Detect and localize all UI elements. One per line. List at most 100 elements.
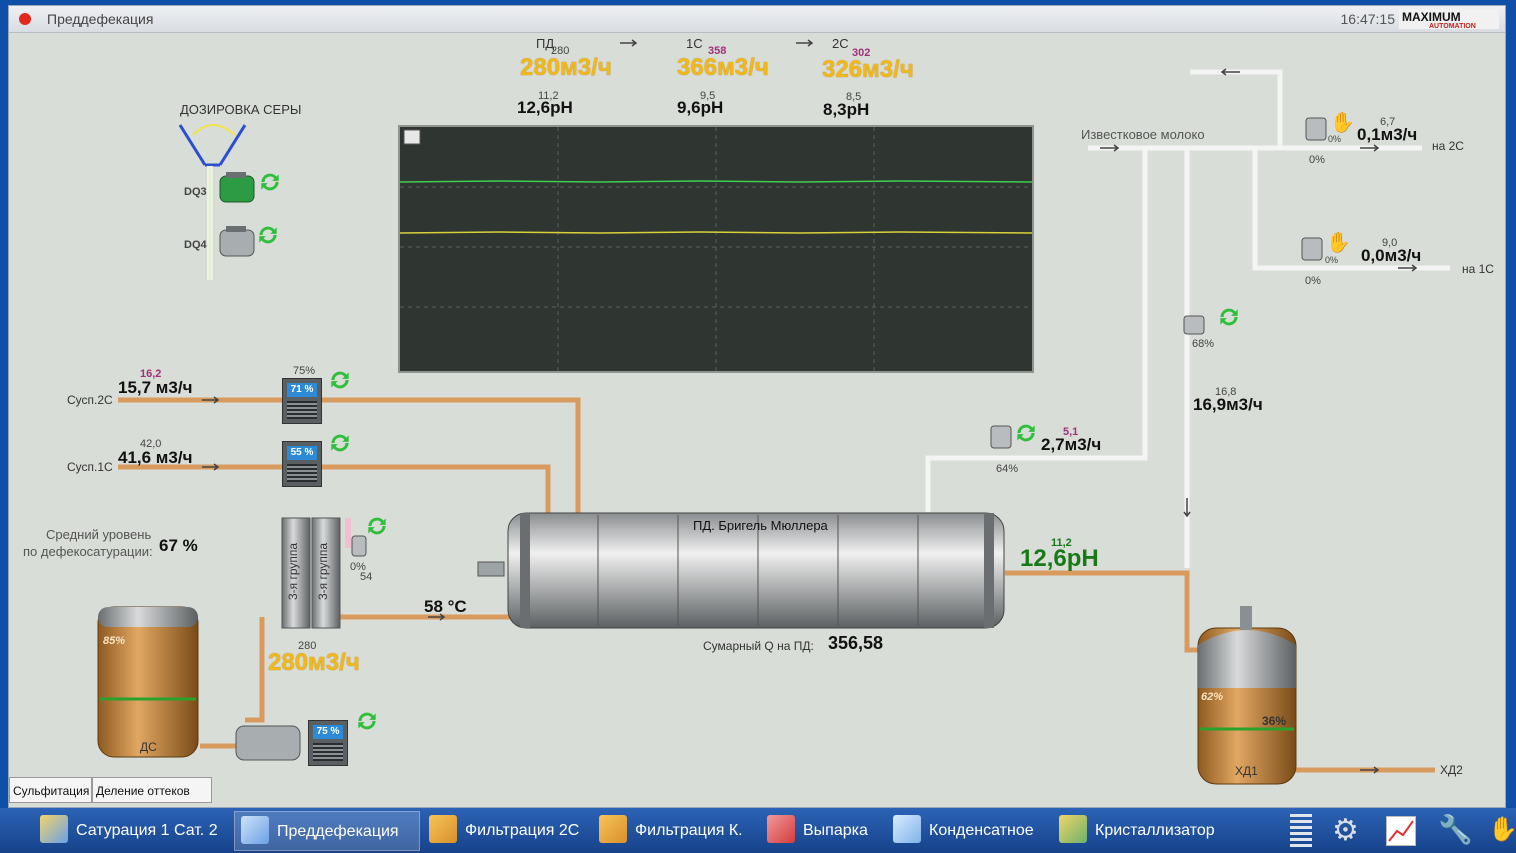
dq4-label: DQ4 [184, 239, 207, 251]
taskbar-crystallizer-label: Кристаллизатор [1095, 822, 1215, 839]
1c-flow-value: 366м3/ч [677, 54, 769, 81]
lime-main-setpoint: 16,8 [1215, 386, 1237, 398]
pd-tank-ph-setpoint: 11,2 [1051, 537, 1072, 549]
trend-chart[interactable] [398, 125, 1034, 373]
taskbar-crystallizer[interactable]: Кристаллизатор [1053, 811, 1237, 851]
bottom-pump-controller[interactable]: 75 % [308, 720, 348, 766]
condensate-app-icon [893, 815, 921, 844]
lime-main-flow: 16,9м3/ч [1193, 395, 1263, 414]
lime-milk-title: Известковое молоко [1081, 127, 1205, 142]
ds-tank-label: ДС [140, 740, 157, 754]
trend-settings-icon [403, 129, 421, 145]
susp2c-setpoint: 16,2 [140, 368, 162, 380]
hd1-level: 62% [1201, 691, 1224, 703]
susp2c-flow: 15,7 м3/ч [118, 378, 193, 397]
susp2c-refresh-icon[interactable] [327, 367, 353, 393]
taskbar-predefecation-label: Преддефекация [277, 823, 399, 840]
taskbar-filtration-k[interactable]: Фильтрация К. [593, 811, 763, 851]
lime-valve-refresh-icon[interactable] [1216, 304, 1242, 330]
trend-chart-icon[interactable] [1386, 816, 1416, 846]
bottom-pump-refresh-icon[interactable] [354, 708, 380, 734]
susp2c-pct-top: 75% [293, 365, 316, 377]
dq3-refresh-icon[interactable] [257, 169, 283, 195]
heater-refresh-icon[interactable] [364, 513, 390, 539]
2c-flow-setpoint: 302 [852, 47, 871, 59]
tab-pf-division[interactable]: Деление оттеков ПФ [92, 777, 212, 824]
taskbar-evaporation-label: Выпарка [803, 822, 868, 839]
1c-ph-setpoint: 9,5 [700, 90, 716, 102]
taskbar-filtration-2c-label: Фильтрация 2С [465, 822, 580, 839]
small-valve-flow: 2,7м3/ч [1041, 435, 1102, 454]
avg-level-value: 67 % [159, 536, 198, 555]
2c-flow-value: 326м3/ч [822, 56, 914, 83]
pd-tank-ph: 12,6pH [1020, 545, 1099, 572]
hd2-label: ХД2 [1440, 763, 1463, 777]
taskbar-filtration-2c[interactable]: Фильтрация 2С [423, 811, 595, 851]
taskbar-predefecation[interactable]: Преддефекация [234, 811, 420, 851]
hd1-label: ХД1 [1235, 764, 1258, 778]
ds-tank-level: 85% [103, 635, 126, 647]
taskbar-saturation[interactable]: Сатурация 1 Сат. 2 [34, 811, 234, 851]
taskbar-condensate-label: Конденсатное [929, 822, 1034, 839]
susp1c-refresh-icon[interactable] [327, 430, 353, 456]
menu-bars-icon[interactable] [1290, 814, 1312, 848]
heater-valve-pct: 0% [350, 561, 366, 573]
dq4-refresh-icon[interactable] [255, 222, 281, 248]
main-flow-setpoint: 280 [298, 640, 317, 652]
predefecation-app-icon [241, 816, 269, 845]
1c-flow-name: 1С [686, 36, 703, 51]
pd-ph-setpoint: 11,2 [538, 90, 559, 102]
avg-level-label-2: по дефекосатурации: [23, 544, 153, 559]
pd-sum-label: Сумарный Q на ПД: [703, 639, 814, 653]
lime-1c-setpoint: 9,0 [1382, 237, 1398, 249]
evaporation-app-icon [767, 815, 795, 844]
bottom-pump-shape [235, 725, 301, 761]
engineer-tools-icon[interactable]: 🔧 [1438, 814, 1473, 845]
pd-flow-value: 280м3/ч [520, 54, 612, 81]
lime-2c-flow: 0,1м3/ч [1357, 125, 1418, 144]
susp1c-pump-pct: 55 % [287, 446, 317, 460]
ds-tank-shape [97, 606, 199, 758]
taskbar-evaporation[interactable]: Выпарка [761, 811, 889, 851]
lime-2c-setpoint: 6,7 [1380, 116, 1396, 128]
svg-text:MAXIMUM: MAXIMUM [1402, 10, 1461, 24]
title-bar: Преддефекация 16:47:15 MAXIMUM AUTOMATIO… [9, 6, 1505, 33]
pd-ph-value: 12,6pH [517, 98, 573, 117]
filtration-2c-app-icon [429, 815, 457, 844]
susp1c-pump-controller[interactable]: 55 % [282, 441, 322, 487]
lime-1c-dest: на 1С [1462, 262, 1494, 276]
heater-shapes [281, 517, 351, 629]
small-valve-pct: 64% [996, 463, 1019, 475]
trend-plot [399, 127, 1033, 371]
susp1c-flow: 41,6 м3/ч [118, 448, 193, 467]
susp1c-setpoint: 42,0 [140, 438, 162, 450]
hand-icon-1c[interactable]: ✋ [1326, 232, 1351, 254]
susp1c-label: Сусп.1С [67, 460, 113, 474]
heater-group-2: 3-я группа [316, 542, 330, 600]
trend-green-line [399, 180, 1033, 183]
small-valve-refresh-icon[interactable] [1013, 420, 1039, 446]
pd-sum-value: 356,58 [828, 633, 884, 653]
hand-pointer-icon[interactable]: ✋ [1488, 816, 1516, 843]
sulfur-dosing-title: ДОЗИРОВКА СЕРЫ [180, 102, 302, 117]
lime-1c-flow: 0,0м3/ч [1361, 246, 1422, 265]
susp1c-pump-bars [287, 464, 317, 482]
taskbar-condensate[interactable]: Конденсатное [887, 811, 1057, 851]
hd1-tank-shape [1197, 606, 1297, 785]
hd1-value: 36% [1262, 714, 1287, 728]
taskbar-filtration-k-label: Фильтрация К. [635, 822, 743, 839]
susp2c-label: Сусп.2С [67, 393, 113, 407]
lime-2c-valve-pct: 0% [1328, 134, 1342, 144]
pd-tank-title: ПД. Бригель Мюллера [693, 518, 828, 533]
hand-icon-2c[interactable]: ✋ [1330, 112, 1355, 134]
dq3-label: DQ3 [184, 186, 207, 198]
maximum-automation-logo: MAXIMUM AUTOMATION [1399, 9, 1499, 29]
tab-sulfitation[interactable]: Сульфитация [9, 777, 92, 803]
close-dot-icon[interactable] [19, 13, 31, 25]
settings-gear-icon[interactable]: ⚙ [1332, 814, 1359, 847]
temperature-value: 58 °C [424, 597, 467, 616]
dq3-pump-icon [219, 172, 255, 203]
susp2c-pump-controller[interactable]: 71 % [282, 378, 322, 424]
bottom-pump-pct: 75 % [313, 725, 343, 739]
